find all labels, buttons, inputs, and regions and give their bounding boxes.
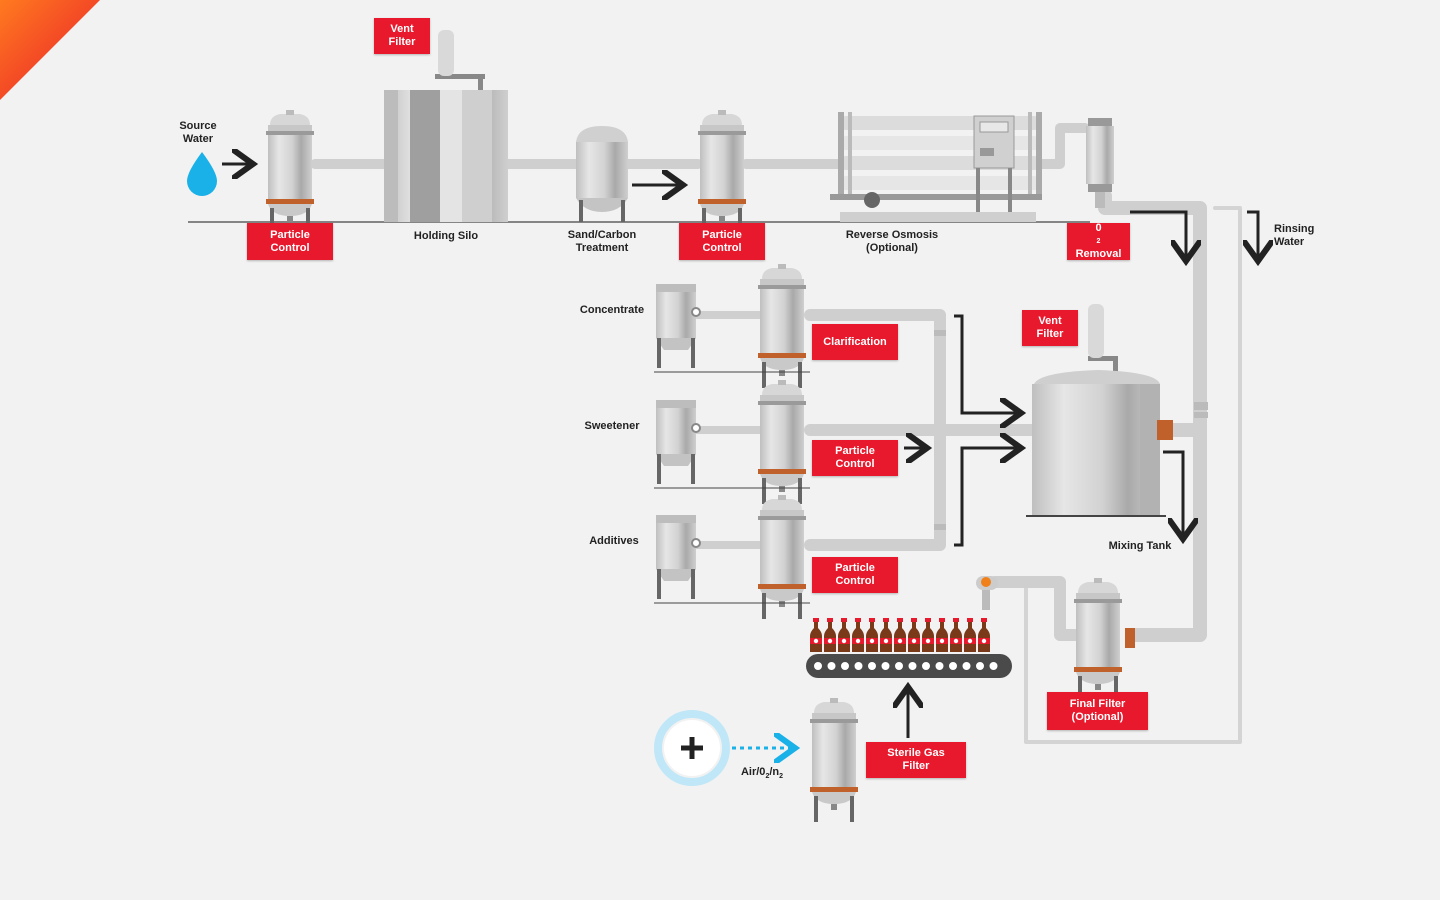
arrow-icon (954, 448, 1018, 547)
label-concentrate: Concentrate (579, 304, 645, 316)
arrow-icon (1163, 450, 1183, 536)
bottle (838, 618, 850, 652)
conveyor-roller (826, 661, 837, 671)
bottle (866, 618, 878, 652)
bottle (950, 618, 962, 652)
bottle (922, 618, 934, 652)
bottle (908, 618, 920, 652)
holding-silo (384, 30, 508, 222)
particle-control-vessel-2 (698, 110, 746, 234)
arrow-icon (1130, 210, 1186, 258)
conveyor-roller (853, 661, 864, 671)
bottle (936, 618, 948, 652)
conveyor-roller (988, 661, 999, 671)
additives-vessel (758, 495, 806, 619)
conveyor-roller (867, 661, 877, 671)
sterile-gas-vessel (810, 698, 858, 822)
label-additives: Additives (589, 535, 639, 547)
reverse-osmosis-unit (830, 112, 1042, 222)
tag-clarification: Clarification (812, 324, 898, 360)
bottle (824, 618, 836, 652)
conveyor-roller (961, 661, 972, 671)
conveyor-roller (907, 661, 918, 671)
o2-removal-filter (1086, 118, 1114, 208)
concentrate-bin (655, 283, 701, 369)
sweetener-bin (655, 399, 701, 485)
water-drop-icon (187, 152, 217, 196)
mixing-tank (1026, 304, 1173, 517)
label-sweetener: Sweetener (584, 420, 640, 432)
arrow-icon (954, 314, 1018, 413)
corner-accent (0, 0, 100, 100)
bottle (810, 618, 822, 652)
filler-nozzle (976, 576, 998, 610)
additives-bin (655, 514, 701, 600)
conveyor-roller (880, 661, 891, 671)
conveyor-roller (934, 661, 945, 671)
arrow-icon (1247, 210, 1258, 258)
particle-control-vessel-1 (266, 110, 314, 234)
label-mixing-tank: Mixing Tank (1108, 540, 1172, 552)
bottle (894, 618, 906, 652)
conveyor-belt (806, 654, 1012, 678)
bottle (964, 618, 976, 652)
conveyor-roller (948, 661, 958, 671)
bottle-row (810, 618, 990, 652)
conveyor-roller (921, 661, 931, 671)
conveyor-roller (813, 661, 823, 671)
clarification-vessel (758, 264, 806, 388)
bottle (880, 618, 892, 652)
bottle (852, 618, 864, 652)
label-holding-silo: Holding Silo (413, 230, 479, 242)
conveyor-roller (840, 661, 850, 671)
sand-carbon-vessel (576, 126, 628, 222)
plus-icon (654, 710, 730, 786)
tag-final-filter: Final Filter(Optional) (1047, 692, 1148, 730)
conveyor-roller (975, 661, 985, 671)
final-filter-vessel (1074, 578, 1122, 702)
conveyor-roller (894, 661, 904, 671)
label-air-gas: Air/02/n2 (740, 766, 784, 781)
label-reverse-osmosis: Reverse Osmosis(Optional) (845, 229, 939, 254)
sweetener-vessel (758, 380, 806, 504)
bottle (978, 618, 990, 652)
